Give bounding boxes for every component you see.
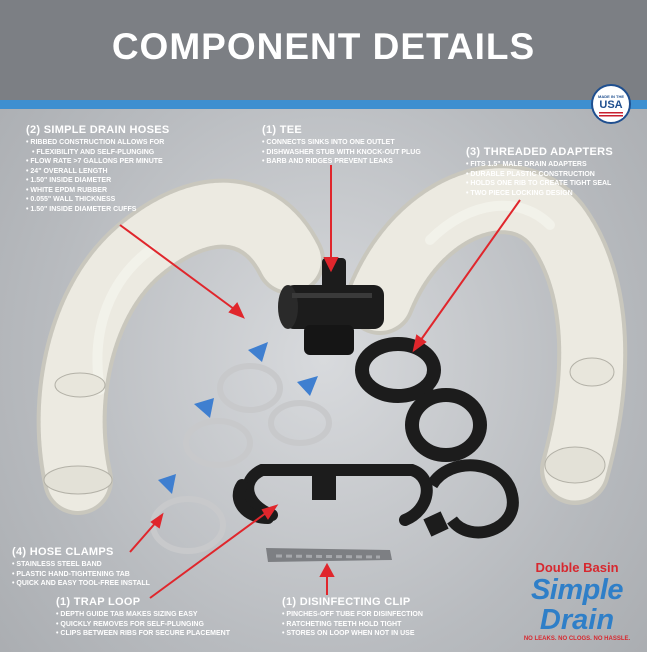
made-in-usa-badge: MADE IN THE USA <box>591 84 631 124</box>
label-hoses: (2) SIMPLE DRAIN HOSES RIBBED CONSTRUCTI… <box>26 124 226 214</box>
trap-arrow-head <box>261 504 279 520</box>
hose-arrow-head <box>228 302 245 319</box>
label-tee: (1) TEE CONNECTS SINKS INTO ONE OUTLET D… <box>262 124 462 167</box>
header-banner: COMPONENT DETAILS <box>0 0 647 100</box>
label-disinfecting-clip: (1) DISINFECTING CLIP PINCHES-OFF TUBE F… <box>282 596 482 639</box>
adapter-arrow-head <box>412 334 427 353</box>
label-clamps: (4) HOSE CLAMPS STAINLESS STEEL BAND PLA… <box>12 546 192 589</box>
page-title: COMPONENT DETAILS <box>111 26 536 67</box>
tee-fitting <box>278 258 384 355</box>
hose-arrow <box>119 224 239 313</box>
header-stripe <box>0 100 647 109</box>
adapter-arrow <box>417 199 521 345</box>
tee-arrow-head <box>323 257 339 273</box>
clamp-arrow-head <box>150 512 164 529</box>
clamp-arrow <box>129 519 159 553</box>
clamp-tabs <box>158 342 318 494</box>
brand-logo: Double Basin Simple Drain NO LEAKS. NO C… <box>523 560 631 642</box>
left-drain-hose <box>36 178 325 515</box>
trap-loop <box>232 464 433 526</box>
threaded-adapters <box>355 337 519 539</box>
clip-arrow-head <box>319 562 335 577</box>
hose-clamps <box>150 363 332 554</box>
label-adapters: (3) THREADED ADAPTERS FITS 1.5" MALE DRA… <box>466 146 636 198</box>
label-trap-loop: (1) TRAP LOOP DEPTH GUIDE TAB MAKES SIZI… <box>56 596 256 639</box>
disinfecting-clip <box>266 548 392 562</box>
